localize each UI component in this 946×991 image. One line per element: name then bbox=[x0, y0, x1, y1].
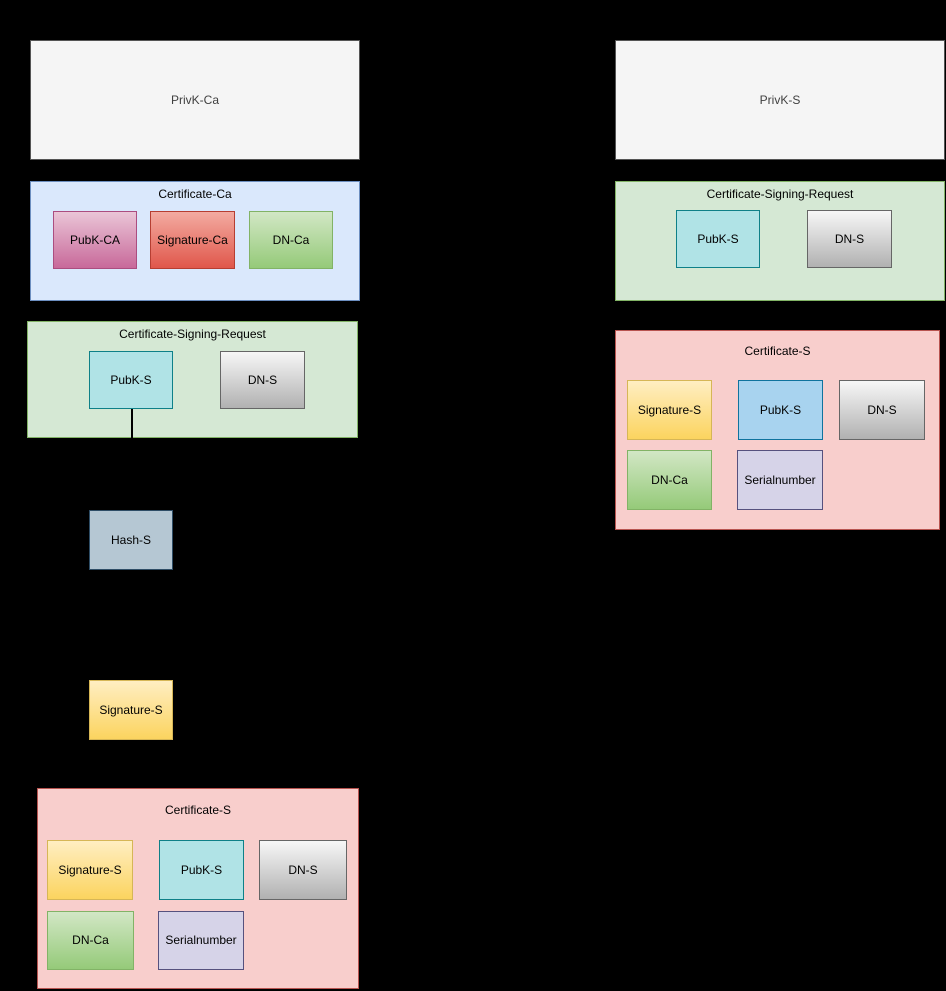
group-csr-right: Certificate-Signing-Request bbox=[615, 181, 945, 301]
box-signature-s-cert-bottom: Signature-S bbox=[47, 840, 133, 900]
box-pubk-s-csr-right: PubK-S bbox=[676, 210, 760, 268]
box-dn-ca-cert-right: DN-Ca bbox=[627, 450, 712, 510]
box-dn-s-csr-right: DN-S bbox=[807, 210, 892, 268]
box-hash-s: Hash-S bbox=[89, 510, 173, 570]
box-serialnumber-cert-right: Serialnumber bbox=[737, 450, 823, 510]
certificate-s-bottom-title: Certificate-S bbox=[164, 803, 232, 817]
certificate-s-right-title: Certificate-S bbox=[744, 344, 811, 358]
csr-left-title: Certificate-Signing-Request bbox=[119, 327, 266, 341]
box-dn-s-cert-bottom: DN-S bbox=[259, 840, 347, 900]
group-csr-left: Certificate-Signing-Request bbox=[27, 321, 358, 438]
box-signature-s-cert-right: Signature-S bbox=[627, 380, 712, 440]
box-serialnumber-cert-bottom: Serialnumber bbox=[158, 911, 244, 970]
box-signature-s-standalone: Signature-S bbox=[89, 680, 173, 740]
box-dn-s-cert-right: DN-S bbox=[839, 380, 925, 440]
certificate-ca-title: Certificate-Ca bbox=[158, 187, 232, 201]
box-pubk-ca: PubK-CA bbox=[53, 211, 137, 269]
box-dn-ca-cert-bottom: DN-Ca bbox=[47, 911, 134, 970]
box-privk-s: PrivK-S bbox=[615, 40, 945, 160]
csr-right-title: Certificate-Signing-Request bbox=[706, 187, 854, 201]
box-pubk-s-cert-bottom: PubK-S bbox=[159, 840, 244, 900]
box-pubk-s-csr-left: PubK-S bbox=[89, 351, 173, 409]
box-pubk-s-cert-right: PubK-S bbox=[738, 380, 823, 440]
box-signature-ca: Signature-Ca bbox=[150, 211, 235, 269]
box-privk-ca: PrivK-Ca bbox=[30, 40, 360, 160]
box-dn-s-csr-left: DN-S bbox=[220, 351, 305, 409]
connector-pubks-to-hash bbox=[131, 409, 133, 439]
box-dn-ca: DN-Ca bbox=[249, 211, 333, 269]
